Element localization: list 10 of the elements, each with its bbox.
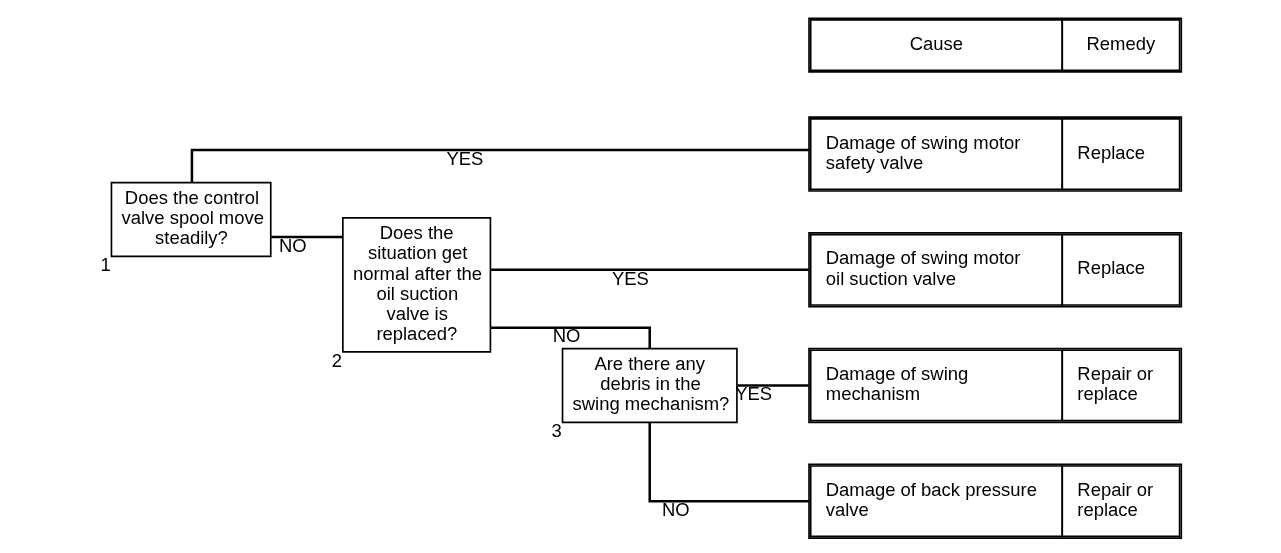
edge-label: NO [552, 325, 581, 347]
label: Cause [909, 32, 963, 54]
label: Remedy [1086, 32, 1156, 54]
edge-label: YES [611, 267, 649, 289]
node-label: 3 [551, 420, 562, 442]
node-label: 1 [100, 254, 111, 276]
edge-label: YES [446, 147, 484, 169]
edge-label: NO [661, 498, 690, 520]
edge-label: NO [278, 234, 307, 256]
node-label: 2 [331, 349, 343, 371]
